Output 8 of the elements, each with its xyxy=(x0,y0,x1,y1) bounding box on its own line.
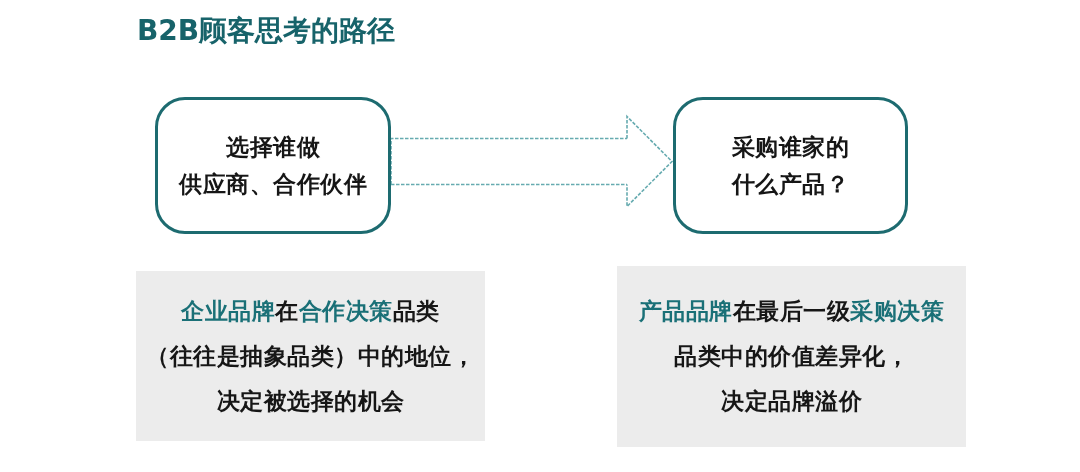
step-box xyxy=(155,97,391,234)
note-text: 产品品牌在最后一级采购决策品类中的价值差异化，决定品牌溢价 xyxy=(638,297,945,416)
step-label: 采购谁家的什么产品？ xyxy=(731,132,850,199)
step-label: 选择谁做供应商、合作伙伴 xyxy=(179,132,367,199)
block-arrow xyxy=(390,115,673,208)
note-text: 企业品牌在合作决策品类（往往是抽象品类）中的地位，决定被选择的机会 xyxy=(146,296,475,416)
step-box xyxy=(673,97,908,234)
diagram-title: B2B顾客思考的路径 xyxy=(137,14,396,48)
